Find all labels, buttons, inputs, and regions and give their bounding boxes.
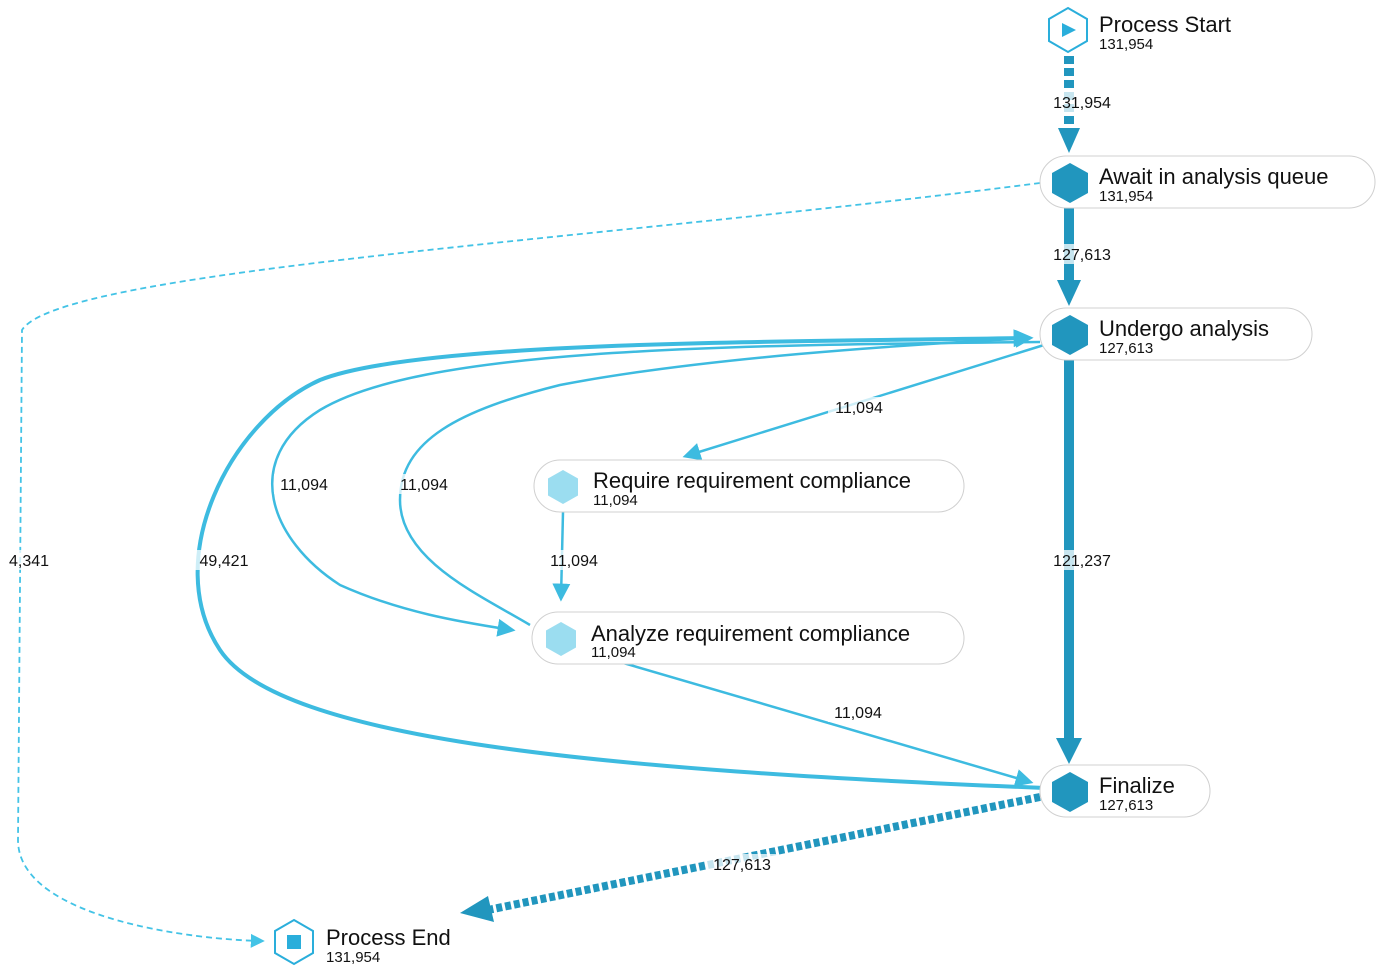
node-name: Undergo analysis	[1099, 316, 1269, 341]
hexagon-icon	[1052, 772, 1088, 812]
node-name: Require requirement compliance	[593, 468, 911, 493]
edge-label-finalize-to-undergo: 49,421	[200, 553, 249, 570]
node-count: 11,094	[593, 492, 638, 509]
node-count: 131,954	[326, 949, 380, 966]
node-await-in-analysis-queue[interactable]: Await in analysis queue 131,954	[1039, 155, 1376, 209]
node-name: Await in analysis queue	[1099, 164, 1329, 189]
node-count: 127,613	[1099, 797, 1153, 814]
edge-await-to-end[interactable]	[17, 182, 1041, 948]
hexagon-icon	[1052, 163, 1088, 203]
edge-analyze-to-undergo-inner[interactable]	[398, 329, 1034, 627]
node-require-requirement-compliance[interactable]: Require requirement compliance 11,094	[533, 459, 965, 513]
node-name: Finalize	[1099, 773, 1175, 798]
edge-finalize-to-undergo[interactable]	[195, 329, 1046, 790]
edge-label-undergo-to-require: 11,094	[835, 400, 883, 417]
node-name: Process End	[326, 925, 451, 950]
edge-label-analyze-to-finalize: 11,094	[834, 705, 882, 722]
edge-undergo-to-finalize-head	[1056, 738, 1082, 764]
hexagon-icon	[546, 622, 576, 656]
node-analyze-requirement-compliance[interactable]: Analyze requirement compliance 11,094	[531, 611, 965, 665]
node-process-start[interactable]: Process Start 131,954	[1048, 6, 1231, 54]
node-undergo-analysis[interactable]: Undergo analysis 127,613	[1039, 307, 1313, 361]
edge-label-await-to-undergo: 127,613	[1053, 247, 1111, 264]
edge-label-require-to-analyze: 11,094	[550, 553, 598, 570]
node-process-end[interactable]: Process End 131,954	[274, 918, 451, 966]
node-name: Process Start	[1099, 12, 1231, 37]
node-count: 127,613	[1099, 340, 1153, 357]
play-icon-triangle	[1062, 23, 1076, 37]
hexagon-icon	[548, 470, 578, 504]
edge-label-start-to-await: 131,954	[1053, 95, 1111, 112]
node-count: 11,094	[591, 644, 636, 661]
edge-label-undergo-to-analyze-outer: 11,094	[280, 477, 328, 494]
edge-label-analyze-to-undergo-inner: 11,094	[400, 477, 448, 494]
edge-label-await-to-end: 4,341	[9, 553, 49, 570]
edge-analyze-to-finalize[interactable]	[619, 660, 1034, 787]
stop-icon-square	[287, 935, 301, 949]
edge-label-finalize-to-end: 127,613	[713, 857, 771, 874]
edge-finalize-to-end[interactable]	[487, 793, 1041, 914]
node-count: 131,954	[1099, 188, 1153, 205]
edges	[17, 56, 1082, 948]
hexagon-icon	[1052, 315, 1088, 355]
node-finalize[interactable]: Finalize 127,613	[1039, 764, 1211, 818]
edge-await-to-undergo-head	[1057, 280, 1081, 306]
edge-finalize-to-end-head	[460, 896, 494, 922]
edge-label-undergo-to-finalize: 121,237	[1053, 553, 1111, 570]
node-count: 131,954	[1099, 36, 1153, 53]
edge-undergo-to-analyze-outer[interactable]	[270, 340, 1041, 637]
edge-start-to-await-head	[1058, 128, 1080, 153]
node-name: Analyze requirement compliance	[591, 621, 910, 646]
edge-labels: 131,954 127,613 4,341 11,094 11,094 11,0…	[4, 92, 1118, 874]
